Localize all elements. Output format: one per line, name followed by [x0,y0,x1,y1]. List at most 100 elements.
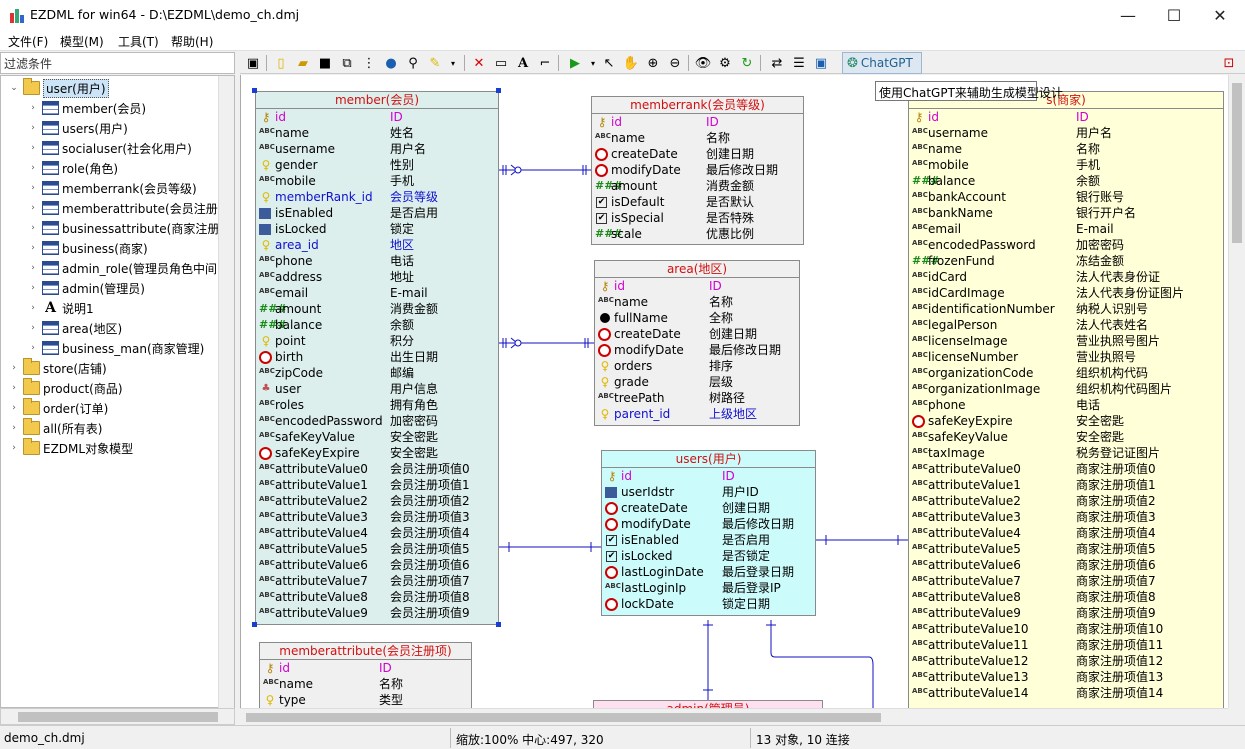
model-tree[interactable]: ⌄user(用户)›member(会员)›users(用户)›socialuse… [0,75,235,708]
run-dropdown-icon[interactable]: ▾ [590,58,595,68]
tree-expander-icon[interactable]: › [31,143,35,153]
highlight-icon[interactable]: ✎ [429,55,441,71]
menu-model[interactable]: 模型(M) [60,35,104,49]
tree-expander-icon[interactable]: › [31,283,35,293]
tree-expander-icon[interactable]: › [31,323,35,333]
entity-admin[interactable]: admin(管理员) [593,700,823,708]
image-export-icon[interactable]: ▣ [814,55,828,71]
toggle-panel-icon[interactable]: ▣ [246,55,260,71]
zoom-out-icon[interactable]: ⊖ [669,55,681,71]
tree-expander-icon[interactable]: › [31,243,35,253]
view-icon[interactable]: 👁 [694,55,712,71]
filter-input[interactable]: 过滤条件 [0,52,235,74]
tree-item[interactable]: role(角色) [42,158,118,178]
globe-icon[interactable]: ● [385,55,397,71]
minimize-button[interactable]: — [1120,6,1136,25]
generate-icon[interactable]: ⚙ [719,55,731,71]
tree-item[interactable]: member(会员) [42,98,146,118]
tree-item[interactable]: business(商家) [42,238,148,258]
tree-item[interactable]: all(所有表) [23,418,102,438]
tree-expander-icon[interactable]: › [31,103,35,113]
find-icon[interactable]: ⚲ [408,55,418,71]
tree-expander-icon[interactable]: › [12,443,16,453]
tree-item[interactable]: store(店铺) [23,358,107,378]
tree-item[interactable]: admin(管理员) [42,278,145,298]
new-file-icon[interactable]: ▯ [277,55,285,71]
chatgpt-button[interactable]: ❂ ChatGPT [842,52,922,74]
tree-item[interactable]: area(地区) [42,318,122,338]
tree-item[interactable]: business_man(商家管理) [42,338,204,358]
window-toggle-icon[interactable]: ⊡ [1223,55,1235,71]
panel-splitter[interactable] [235,52,239,725]
tree-expander-icon[interactable]: › [31,263,35,273]
tree-expander-icon[interactable]: › [12,423,16,433]
copy-icon[interactable]: ⧉ [342,55,352,71]
menu-help[interactable]: 帮助(H) [171,35,214,49]
delete-icon[interactable]: ✕ [473,55,485,71]
zoom-in-icon[interactable]: ⊕ [647,55,659,71]
run-icon[interactable]: ▶ [570,55,580,71]
tree-expander-icon[interactable]: › [31,223,35,233]
close-button[interactable]: ✕ [1213,6,1227,25]
tree-item[interactable]: socialuser(社会化用户) [42,138,192,158]
canvas-horizontal-scrollbar[interactable] [240,708,1228,725]
tree-expander-icon[interactable]: › [31,183,35,193]
tree-horizontal-scrollbar[interactable] [0,708,235,725]
open-folder-icon[interactable]: ▰ [298,55,308,71]
refresh-icon[interactable]: ↻ [741,55,753,71]
maximize-button[interactable]: ☐ [1166,6,1182,25]
pointer-icon[interactable]: ↖ [603,55,615,71]
